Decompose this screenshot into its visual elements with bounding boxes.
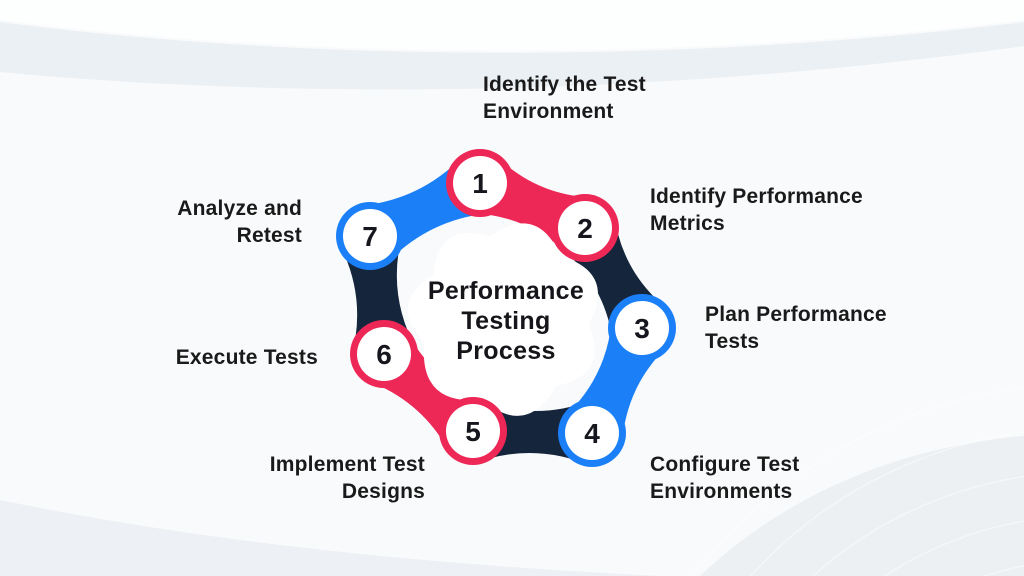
label-step-1: Identify the Test Environment [483,73,646,124]
label-step-2: Identify Performance Metrics [650,185,863,236]
step-circle-7 [343,209,397,263]
step-circle-2 [558,201,612,255]
center-blob [407,223,598,416]
step-circle-1 [453,156,507,210]
label-step-5: Implement Test Designs [269,453,425,504]
label-step-6: Execute Tests [175,346,318,369]
bottom-left-wave [0,500,660,576]
label-step-7: Analyze and Retest [177,197,302,248]
step-circle-6 [357,327,411,381]
step-circle-4 [565,406,619,460]
step-number-3: 3 [634,313,650,344]
step-circle-5 [446,404,500,458]
step-number-4: 4 [584,418,600,449]
step-number-2: 2 [577,213,593,244]
top-wave-band [0,22,1024,90]
step-circle-3 [615,301,669,355]
top-right-hairline [639,3,1024,31]
bottom-right-dome [700,436,1024,576]
label-step-4: Configure Test Environments [650,453,800,504]
top-wave-light [0,0,1024,51]
step-number-1: 1 [472,168,488,199]
center-title-line-3: Process [456,337,556,365]
step-number-5: 5 [465,416,481,447]
step-number-7: 7 [362,221,378,252]
label-step-3: Plan Performance Tests [705,303,887,354]
step-number-6: 6 [376,339,392,370]
center-title-line-1: Performance [427,277,585,305]
center-title-line-2: Testing [461,307,551,335]
center-title: Performance Testing Process [394,276,618,366]
